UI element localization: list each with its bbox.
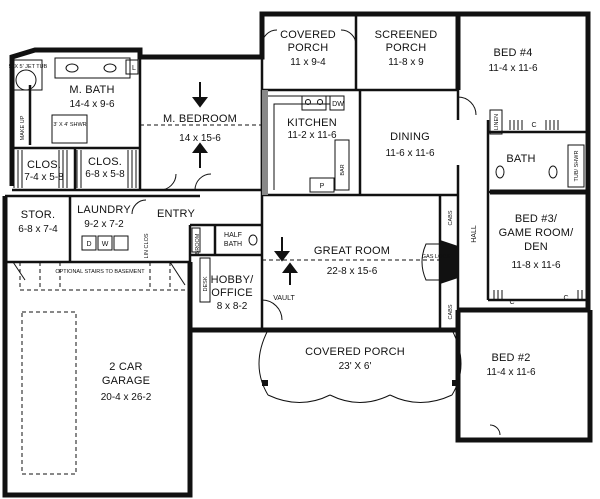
tub-shower-label: TUB/ SHWR xyxy=(574,151,580,182)
garage-label-1: 2 CAR xyxy=(109,361,142,373)
m-bath-dims: 14-4 x 9-6 xyxy=(69,99,114,110)
covered-porch-top-label-1: COVERED xyxy=(280,29,336,41)
great-room-label: GREAT ROOM xyxy=(314,245,390,257)
desk-label: DESK xyxy=(203,276,209,291)
m-bath-label: M. BATH xyxy=(69,84,114,96)
bed2-label: BED #2 xyxy=(491,352,530,364)
bed3-label-2: GAME ROOM/ xyxy=(499,227,574,239)
shower-master-label: 3' X 4' SHWR xyxy=(53,122,86,128)
cabs-bottom-label: CABS xyxy=(448,304,454,319)
laundry-d-label: D xyxy=(86,241,91,248)
great-room-dims: 22-8 x 15-6 xyxy=(327,266,378,277)
bed2-dims: 11-4 x 11-6 xyxy=(486,367,536,378)
clos-left-dims: 7-4 x 5-8 xyxy=(24,172,64,183)
vault-label: VAULT xyxy=(273,295,295,302)
half-bath-label-1: HALF xyxy=(224,232,242,239)
half-bath-label-2: BATH xyxy=(224,241,242,248)
m-bedroom-dims: 14 x 15-6 xyxy=(179,133,221,144)
hobby-office-label-1: HOBBY/ xyxy=(211,274,255,286)
cabs-top-label: CABS xyxy=(448,210,454,225)
m-bedroom-label: M. BEDROOM xyxy=(163,113,237,125)
clos-right-dims: 6-8 x 5-8 xyxy=(85,169,125,180)
bed4-label: BED #4 xyxy=(493,47,532,59)
covered-porch-front-dims: 23' X 6' xyxy=(339,361,372,372)
bed3-dims: 11-8 x 11-6 xyxy=(511,260,561,271)
fixtures xyxy=(12,29,587,475)
screened-porch-label-2: PORCH xyxy=(386,42,427,54)
bed3-closet-left-label: C xyxy=(509,299,514,306)
kitchen-dims: 11-2 x 11-6 xyxy=(287,130,337,141)
covered-porch-front-label: COVERED PORCH xyxy=(305,346,405,358)
covered-porch-top-dims: 11 x 9-4 xyxy=(290,57,326,68)
m-bath-l-label: L xyxy=(132,65,136,72)
bed3-label-1: BED #3/ xyxy=(515,213,558,225)
screened-porch-label-1: SCREENED xyxy=(375,29,438,41)
bed4-closet-label: C xyxy=(531,122,536,129)
hall-label: HALL xyxy=(471,225,478,243)
linen-label: LINEN xyxy=(494,114,500,130)
bar-label: BAR xyxy=(340,164,346,175)
linen-closet-label: LIN CLOS xyxy=(144,233,150,258)
kitchen-label: KITCHEN xyxy=(287,117,337,129)
garage-dims: 20-4 x 26-2 xyxy=(101,392,152,403)
jet-tub-label: 5' X 5' JET TUB xyxy=(9,64,48,70)
bed3-closet-right-label: C xyxy=(563,295,568,302)
hobby-office-dims: 8 x 8-2 xyxy=(217,301,248,312)
dining-dims: 11-6 x 11-6 xyxy=(385,148,435,159)
gas-logs-label: GAS LOGS xyxy=(422,254,451,260)
make-up-label: MAKE UP xyxy=(20,115,26,140)
laundry-dims: 9-2 x 7-2 xyxy=(84,219,124,230)
optional-stairs-label: OPTIONAL STAIRS TO BASEMENT xyxy=(55,269,145,275)
hobby-office-label-2: OFFICE xyxy=(211,287,253,299)
covered-porch-top-label-2: PORCH xyxy=(288,42,329,54)
bath-label: BATH xyxy=(506,153,535,165)
entry-label: ENTRY xyxy=(157,208,196,220)
dw-label: DW xyxy=(332,101,344,108)
clos-right-label: CLOS. xyxy=(88,156,122,168)
stor-label: STOR. xyxy=(21,209,55,221)
garage-label-2: GARAGE xyxy=(102,375,150,387)
clos-left-label: CLOS. xyxy=(27,159,61,171)
laundry-label: LAUNDRY xyxy=(77,204,131,216)
screened-porch-dims: 11-8 x 9 xyxy=(388,57,424,68)
room-labels: COVERED PORCH 11 x 9-4 SCREENED PORCH 11… xyxy=(18,29,574,403)
bed4-dims: 11-4 x 11-6 xyxy=(488,63,538,74)
pantry-label: P xyxy=(320,183,325,190)
dining-label: DINING xyxy=(390,131,430,143)
vault-arrows xyxy=(192,82,298,285)
broom-label: BROOM xyxy=(195,233,201,254)
fixture-labels: 5' X 5' JET TUB 3' X 4' SHWR MAKE UP DW … xyxy=(9,64,580,319)
stor-dims: 6-8 x 7-4 xyxy=(18,224,58,235)
bed3-label-3: DEN xyxy=(524,241,548,253)
laundry-w-label: W xyxy=(102,241,109,248)
